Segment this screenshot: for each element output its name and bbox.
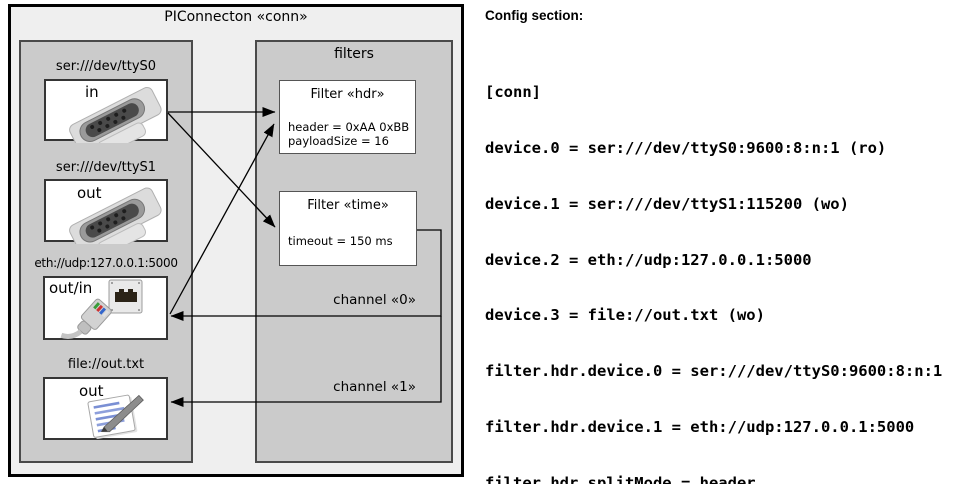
notepad-icon [87,394,144,439]
device-box-eth: out/in [43,276,168,340]
filter-param: payloadSize = 16 [288,133,389,148]
config-line: filter.hdr.splitMode = header [485,473,756,484]
filter-title: Filter «hdr» [310,87,385,102]
diagram-title: PIConnecton «conn» [164,9,308,25]
config-line: device.2 = eth://udp:127.0.0.1:5000 [485,250,812,269]
device-box-file: out [43,377,168,440]
device-port-label: in [85,83,99,101]
filter-box-time: Filter «time» timeout = 150 ms [279,191,417,266]
device-box-ttys1: out [44,179,168,244]
device-box-ttys0: in [44,79,168,143]
channel-label-0: channel «0» [333,292,416,308]
filter-param: timeout = 150 ms [288,234,393,248]
config-line: device.0 = ser:///dev/ttyS0:9600:8:n:1 (… [485,138,887,157]
config-line: [conn] [485,83,541,102]
config-line: filter.hdr.device.0 = ser:///dev/ttyS0:9… [485,362,943,381]
filter-box-hdr: Filter «hdr» header = 0xAA 0xBB payloadS… [279,80,416,154]
device-label-eth: eth://udp:127.0.0.1:5000 [34,256,178,270]
device-label-ttys0: ser:///dev/ttyS0 [55,59,157,74]
device-port-label: out [77,184,102,202]
device-label-ttys1: ser:///dev/ttyS1 [55,160,157,175]
rj45-plug-icon [60,298,112,339]
config-heading: Config section: [485,8,584,23]
device-port-label: out/in [49,279,93,297]
config-line: device.3 = file://out.txt (wo) [485,306,765,325]
config-block: [conn] device.0 = ser:///dev/ttyS0:9600:… [485,46,952,484]
config-line: device.1 = ser:///dev/ttyS1:115200 (wo) [485,194,849,213]
config-line: filter.hdr.device.1 = eth://udp:127.0.0.… [485,417,915,436]
filter-title: Filter «time» [307,198,389,213]
device-label-file: file://out.txt [67,357,145,372]
serial-connector-icon [69,86,162,143]
ethernet-connector-icon [60,279,143,339]
channel-label-1: channel «1» [333,379,416,395]
serial-connector-icon [69,187,162,244]
filters-title: filters [334,46,374,62]
filter-param: header = 0xAA 0xBB [288,120,410,134]
device-port-label: out [79,382,104,400]
